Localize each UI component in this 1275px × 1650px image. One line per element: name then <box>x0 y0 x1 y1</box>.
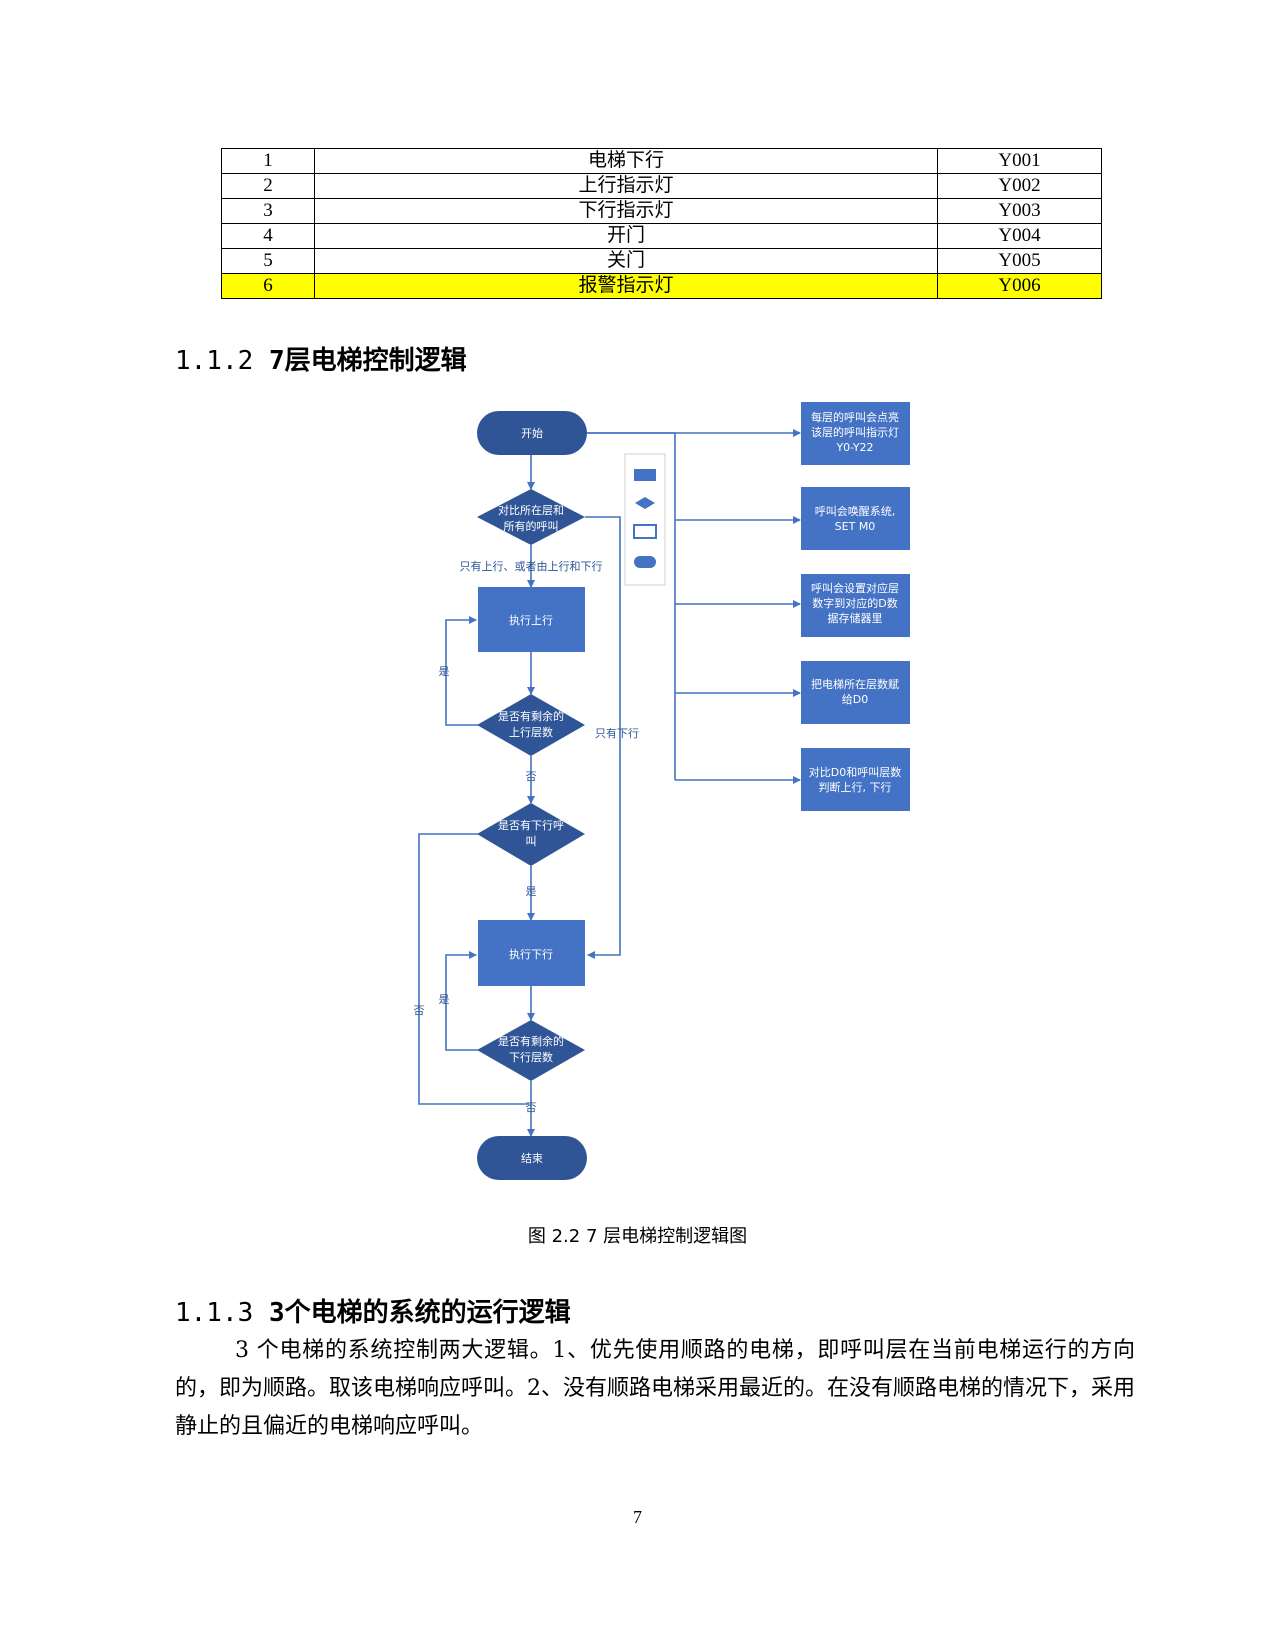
side-box <box>801 402 910 465</box>
row-address: Y005 <box>937 248 1102 274</box>
connector-lines <box>418 429 801 1137</box>
io-table: 1 电梯下行 Y001 2 上行指示灯 Y002 3 下行指示灯 Y003 4 … <box>221 148 1102 299</box>
side-box-3-line-1: 呼叫会设置对应层 <box>811 581 899 595</box>
table-row: 2 上行指示灯 Y002 <box>221 173 1102 199</box>
row-name: 下行指示灯 <box>314 198 938 224</box>
end-label: 结束 <box>521 1152 543 1165</box>
compare-label-1: 对比所在层和 <box>498 503 564 517</box>
exec-up-label: 执行上行 <box>509 613 553 627</box>
side-box-1-line-2: 该层的呼叫指示灯 <box>811 425 899 439</box>
side-box-1-line-1: 每层的呼叫会点亮 <box>811 410 899 424</box>
down-only-label: 只有下行 <box>595 726 639 740</box>
section-number: 1.1.3 <box>175 1298 254 1328</box>
paragraph-text: 3 个电梯的系统控制两大逻辑。1、优先使用顺路的电梯，即呼叫层在当前电梯运行的方… <box>175 1338 1136 1439</box>
row-address: Y006 <box>937 273 1102 299</box>
up-only-label: 只有上行、或者由上行和下行 <box>460 559 603 573</box>
remain-down-label-2: 下行层数 <box>509 1051 553 1064</box>
start-label: 开始 <box>521 426 543 440</box>
end-node <box>477 1136 587 1180</box>
table-row-highlighted: 6 报警指示灯 Y006 <box>221 273 1102 299</box>
side-box-2-line-2: SET M0 <box>835 520 876 533</box>
table-row: 4 开门 Y004 <box>221 223 1102 249</box>
section-title: 3个电梯的系统的运行逻辑 <box>268 1298 571 1328</box>
row-number: 2 <box>221 173 315 199</box>
shape-palette[interactable] <box>624 453 666 586</box>
remain-up-decision <box>477 694 585 756</box>
has-down-decision <box>477 803 585 866</box>
remain-up-label-1: 是否有剩余的 <box>498 709 564 723</box>
yes-label: 是 <box>439 665 450 678</box>
side-box <box>801 574 910 637</box>
side-box-2-line-1: 呼叫会唤醒系统, <box>815 504 896 518</box>
row-name: 上行指示灯 <box>314 173 938 199</box>
table-row: 1 电梯下行 Y001 <box>221 148 1102 174</box>
exec-up-node <box>478 587 585 652</box>
diamond-shape-icon[interactable] <box>635 497 655 509</box>
row-name: 报警指示灯 <box>314 273 938 299</box>
start-node <box>477 411 587 455</box>
table-row: 5 关门 Y005 <box>221 248 1102 274</box>
section-title: 7层电梯控制逻辑 <box>268 346 467 376</box>
side-box-5-line-2: 判断上行, 下行 <box>819 780 892 794</box>
yes-label: 是 <box>526 885 537 898</box>
process-shape-icon[interactable] <box>633 524 657 539</box>
side-box-4-line-1: 把电梯所在层数赋 <box>811 677 899 691</box>
side-box-4-line-2: 给D0 <box>842 693 868 706</box>
row-address: Y003 <box>937 198 1102 224</box>
row-number: 3 <box>221 198 315 224</box>
has-down-label-1: 是否有下行呼 <box>498 818 564 832</box>
terminator-shape-icon[interactable] <box>634 556 656 568</box>
exec-down-node <box>478 920 585 986</box>
remain-up-label-2: 上行层数 <box>509 726 553 739</box>
row-address: Y004 <box>937 223 1102 249</box>
page-number: 7 <box>633 1507 642 1527</box>
remain-down-label-1: 是否有剩余的 <box>498 1034 564 1048</box>
exec-down-label: 执行下行 <box>509 947 553 961</box>
body-paragraph: 3 个电梯的系统控制两大逻辑。1、优先使用顺路的电梯，即呼叫层在当前电梯运行的方… <box>175 1332 1135 1446</box>
side-box <box>801 748 910 811</box>
row-name: 电梯下行 <box>314 148 938 174</box>
yes-label: 是 <box>439 993 450 1006</box>
section-number: 1.1.2 <box>175 346 254 376</box>
row-address: Y001 <box>937 148 1102 174</box>
side-box <box>801 487 910 550</box>
has-down-label-2: 叫 <box>526 835 537 848</box>
compare-decision <box>477 489 585 545</box>
rectangle-shape-icon[interactable] <box>634 469 656 481</box>
remain-down-decision <box>477 1020 585 1081</box>
section-heading: 1.1.3 3个电梯的系统的运行逻辑 <box>175 1292 571 1329</box>
compare-label-2: 所有的呼叫 <box>504 519 559 533</box>
side-box-1-line-3: Y0-Y22 <box>835 441 873 454</box>
no-label: 否 <box>414 1004 425 1017</box>
row-name: 关门 <box>314 248 938 274</box>
table-row: 3 下行指示灯 Y003 <box>221 198 1102 224</box>
side-box-3-line-3: 据存储器里 <box>828 611 883 625</box>
row-number: 6 <box>221 273 315 299</box>
side-box-5-line-1: 对比D0和呼叫层数 <box>809 765 901 779</box>
no-label: 否 <box>526 1101 537 1114</box>
row-address: Y002 <box>937 173 1102 199</box>
row-number: 5 <box>221 248 315 274</box>
side-box-3-line-2: 数字到对应的D数 <box>812 596 897 610</box>
section-heading: 1.1.2 7层电梯控制逻辑 <box>175 340 467 377</box>
figure-caption: 图 2.2 7 层电梯控制逻辑图 <box>527 1226 748 1247</box>
side-box <box>801 661 910 724</box>
row-number: 1 <box>221 148 315 174</box>
no-label: 否 <box>526 770 537 783</box>
row-number: 4 <box>221 223 315 249</box>
row-name: 开门 <box>314 223 938 249</box>
